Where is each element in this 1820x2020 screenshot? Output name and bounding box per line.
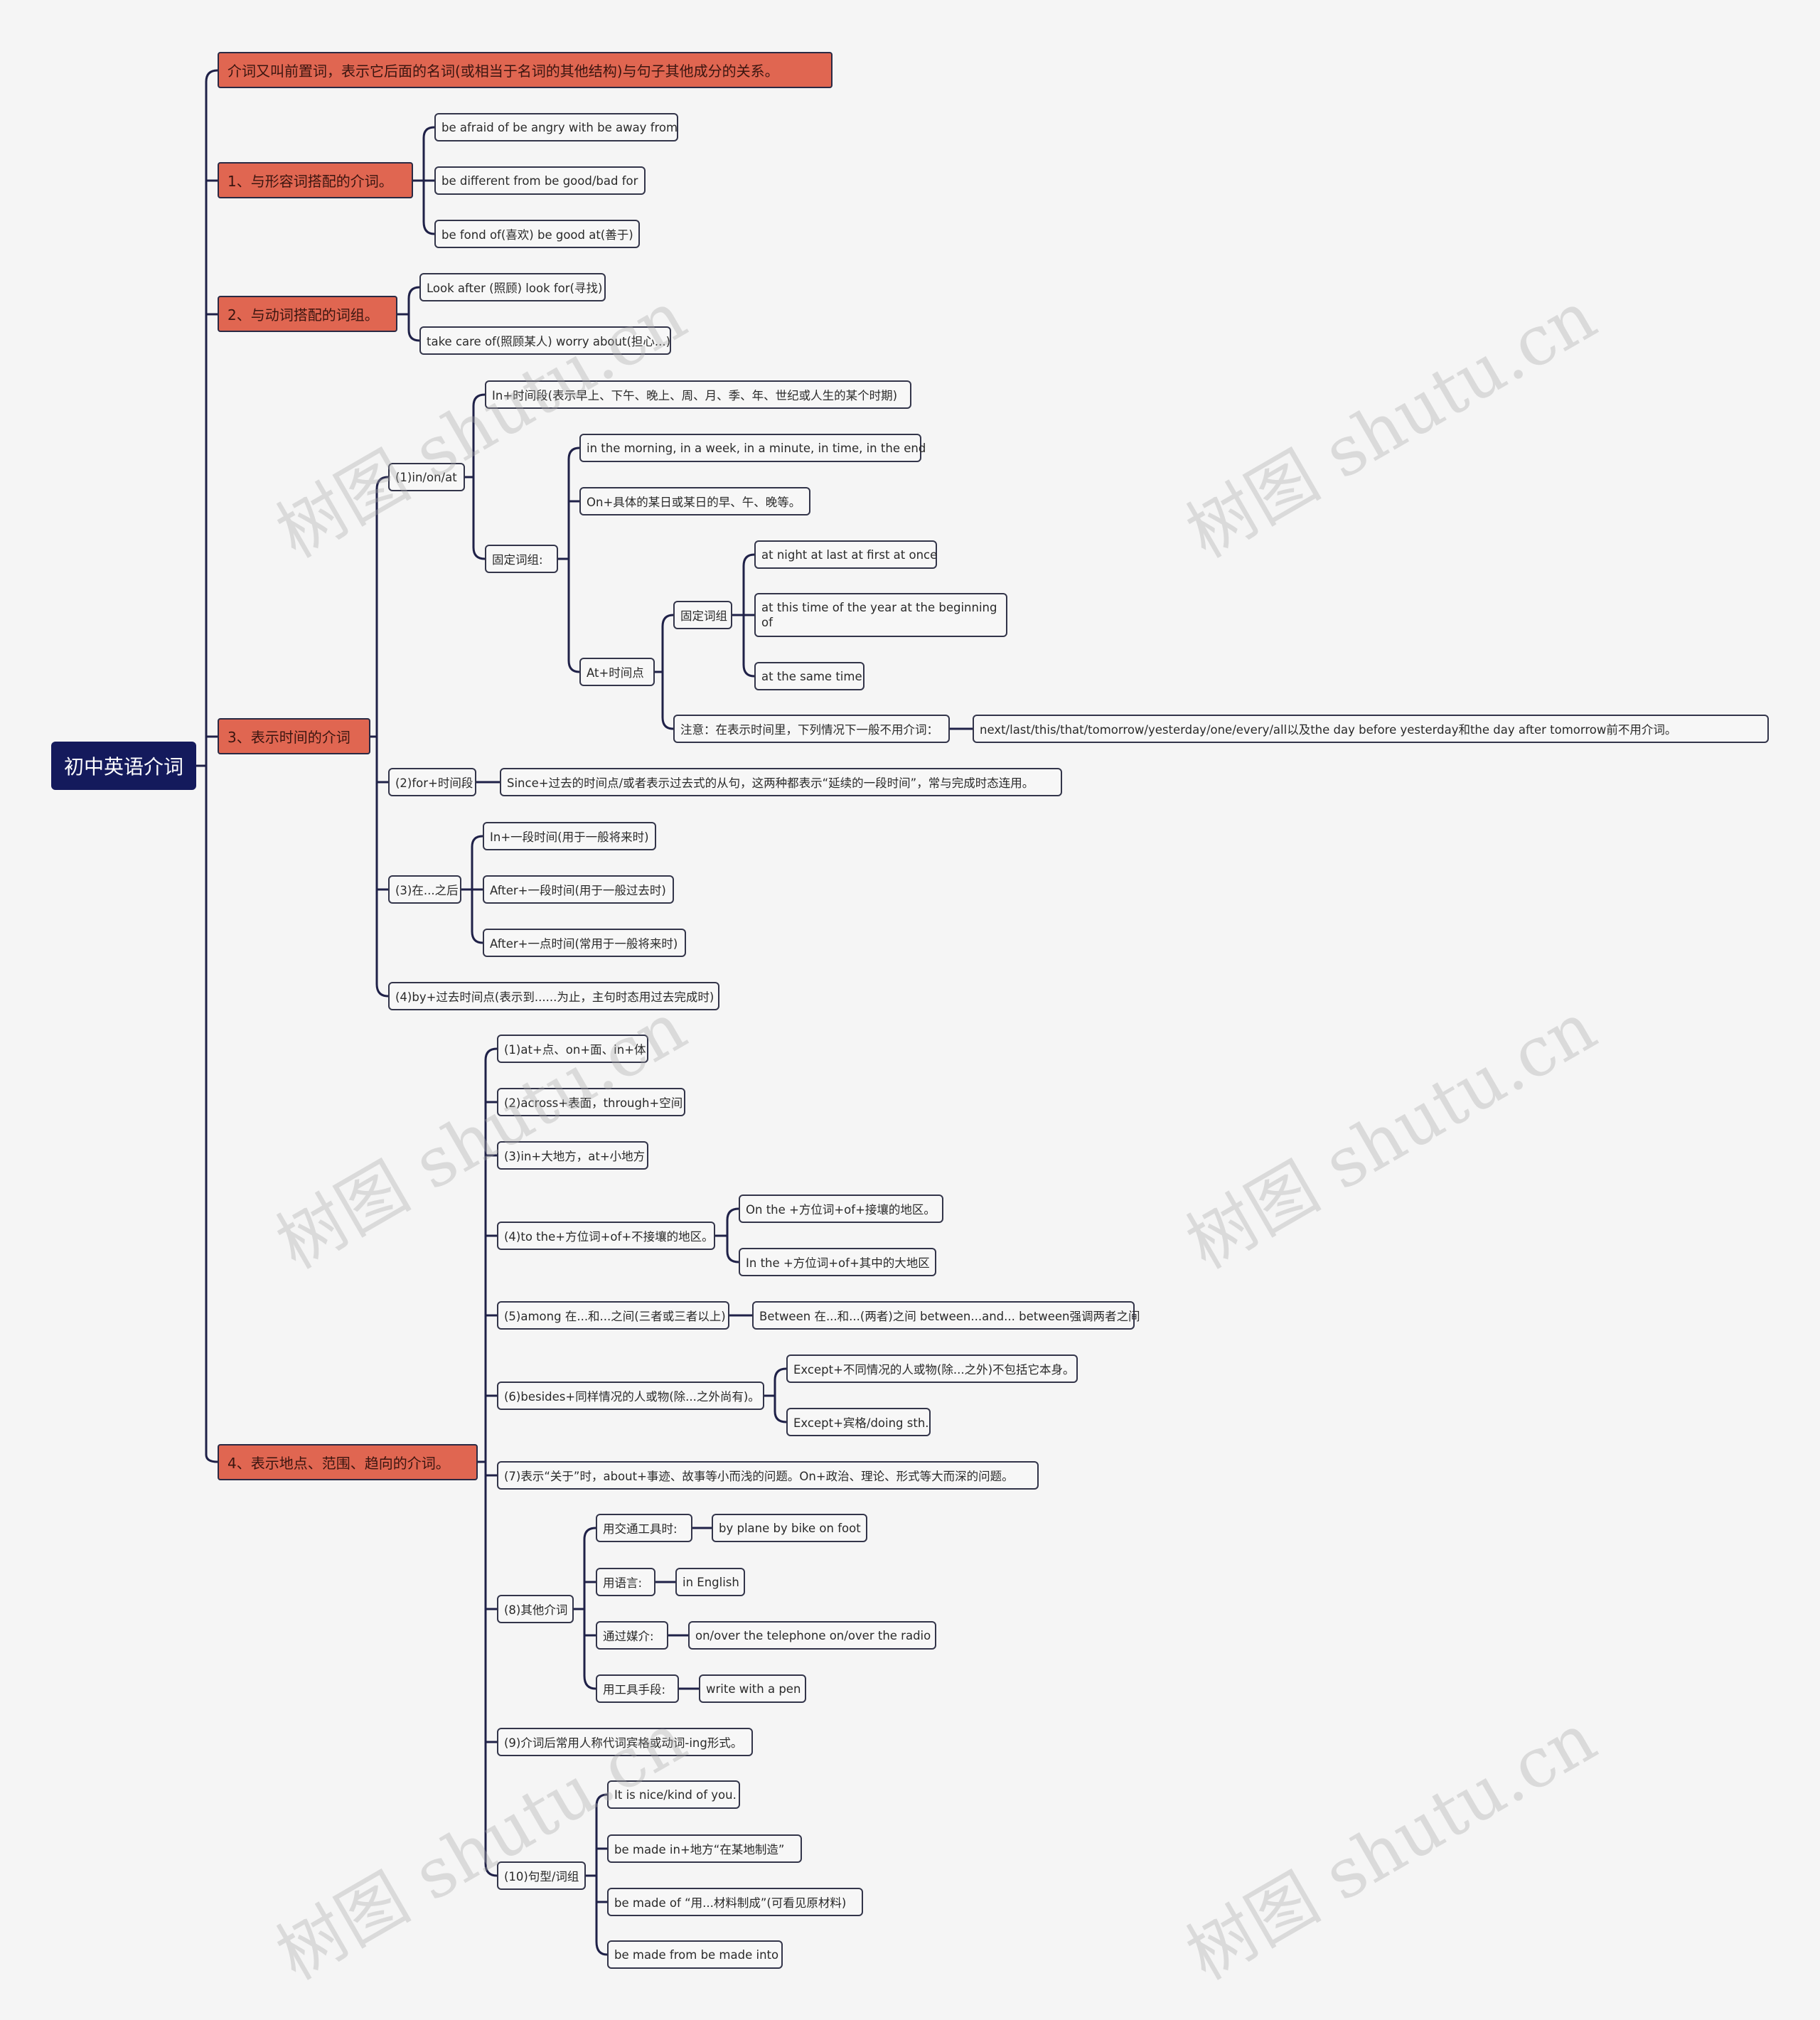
- by-past-node[interactable]: (4)by+过去时间点(表示到......为止，主句时态用过去完成时): [388, 982, 719, 1010]
- in-on-at-node[interactable]: (1)in/on/at: [388, 463, 465, 491]
- direction-item[interactable]: On the +方位词+of+接壤的地区。: [739, 1195, 943, 1223]
- at-fixed-item[interactable]: at night at last at first at once: [754, 540, 937, 569]
- after-item[interactable]: After+一点时间(常用于一般将来时): [483, 929, 686, 957]
- pattern-node[interactable]: (10)句型/词组: [497, 1861, 586, 1890]
- adj-item[interactable]: be different from be good/bad for: [434, 166, 646, 195]
- pattern-item[interactable]: be made from be made into: [607, 1940, 783, 1969]
- media-value[interactable]: on/over the telephone on/over the radio: [688, 1621, 936, 1650]
- place-item[interactable]: (3)in+大地方，at+小地方: [497, 1141, 648, 1170]
- pattern-item[interactable]: be made in+地方“在某地制造”: [607, 1834, 802, 1863]
- on-date[interactable]: On+具体的某日或某日的早、午、晚等。: [579, 487, 810, 515]
- direction-node[interactable]: (4)to the+方位词+of+不接壤的地区。: [497, 1222, 715, 1250]
- intro-node[interactable]: 介词又叫前置词，表示它后面的名词(或相当于名词的其他结构)与句子其他成分的关系。: [218, 52, 833, 88]
- among-node[interactable]: (5)among 在...和...之间(三者或三者以上): [497, 1301, 729, 1330]
- after-item[interactable]: In+一段时间(用于一般将来时): [483, 822, 656, 850]
- branch-place[interactable]: 4、表示地点、范围、趋向的介词。: [218, 1444, 478, 1480]
- pattern-item[interactable]: It is nice/kind of you.: [607, 1780, 740, 1809]
- for-period-node[interactable]: (2)for+时间段: [388, 768, 476, 796]
- verb-item[interactable]: take care of(照顾某人) worry about(担心...): [419, 326, 671, 355]
- except-item[interactable]: Except+不同情况的人或物(除...之外)不包括它本身。: [786, 1354, 1078, 1383]
- root-node[interactable]: 初中英语介词: [51, 742, 196, 790]
- pattern-item[interactable]: be made of “用...材料制成”(可看见原材料): [607, 1888, 863, 1916]
- transport-key[interactable]: 用交通工具时:: [596, 1514, 692, 1542]
- branch-adjective[interactable]: 1、与形容词搭配的介词。: [218, 162, 413, 198]
- fixed-phrase-node[interactable]: 固定词组:: [485, 545, 558, 573]
- no-preposition-note[interactable]: 注意：在表示时间里，下列情况下一般不用介词：: [673, 715, 950, 743]
- at-time-point[interactable]: At+时间点: [579, 658, 655, 686]
- adj-item[interactable]: be fond of(喜欢) be good at(善于): [434, 220, 640, 248]
- after-node[interactable]: (3)在...之后: [388, 875, 461, 904]
- verb-item[interactable]: Look after (照顾) look for(寻找): [419, 273, 606, 301]
- place-item[interactable]: (2)across+表面，through+空间: [497, 1088, 685, 1116]
- about-on-node[interactable]: (7)表示“关于”时，about+事迹、故事等小而浅的问题。On+政治、理论、形…: [497, 1461, 1039, 1490]
- since-detail[interactable]: Since+过去的时间点/或者表示过去式的从句，这两种都表示“延续的一段时间”，…: [500, 768, 1062, 796]
- branch-time[interactable]: 3、表示时间的介词: [218, 718, 370, 754]
- at-fixed-item[interactable]: at the same time: [754, 662, 864, 690]
- language-value[interactable]: in English: [675, 1568, 745, 1596]
- direction-item[interactable]: In the +方位词+of+其中的大地区: [739, 1248, 936, 1276]
- at-fixed-item[interactable]: at this time of the year at the beginnin…: [754, 593, 1007, 637]
- language-key[interactable]: 用语言:: [596, 1568, 655, 1596]
- except-item[interactable]: Except+宾格/doing sth.: [786, 1408, 931, 1436]
- tool-value[interactable]: write with a pen: [699, 1674, 806, 1703]
- in-examples[interactable]: in the morning, in a week, in a minute, …: [579, 434, 926, 462]
- no-preposition-detail[interactable]: next/last/this/that/tomorrow/yesterday/o…: [973, 715, 1769, 743]
- at-fixed-phrase-node[interactable]: 固定词组: [673, 601, 732, 629]
- branch-verb[interactable]: 2、与动词搭配的词组。: [218, 296, 397, 332]
- adj-item[interactable]: be afraid of be angry with be away from: [434, 113, 678, 141]
- tool-key[interactable]: 用工具手段:: [596, 1674, 679, 1703]
- in-time-period[interactable]: In+时间段(表示早上、下午、晚上、周、月、季、年、世纪或人生的某个时期): [485, 380, 911, 409]
- after-item[interactable]: After+一段时间(用于一般过去时): [483, 875, 674, 904]
- media-key[interactable]: 通过媒介:: [596, 1621, 668, 1650]
- pronoun-node[interactable]: (9)介词后常用人称代词宾格或动词-ing形式。: [497, 1728, 753, 1756]
- besides-node[interactable]: (6)besides+同样情况的人或物(除...之外尚有)。: [497, 1382, 764, 1410]
- transport-value[interactable]: by plane by bike on foot: [712, 1514, 867, 1542]
- between-detail[interactable]: Between 在...和...(两者)之间 between...and... …: [752, 1301, 1140, 1330]
- place-item[interactable]: (1)at+点、on+面、in+体: [497, 1035, 648, 1063]
- other-prep-node[interactable]: (8)其他介词: [497, 1595, 574, 1623]
